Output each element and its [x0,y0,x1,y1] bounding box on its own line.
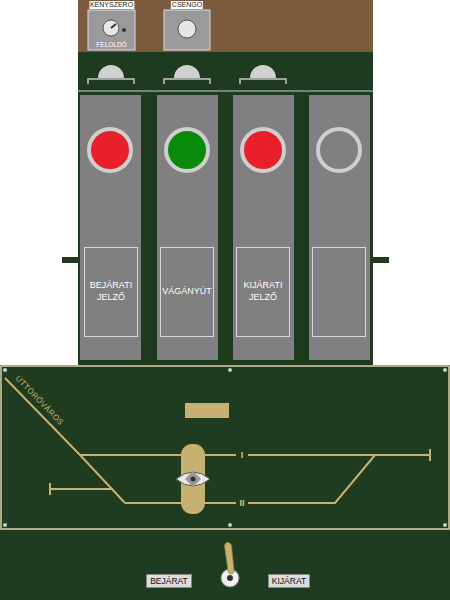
empty-label-plate [313,248,366,337]
direction-tag: KIJÁRAT [268,574,310,588]
route-indicator [185,403,229,418]
direction-lever [224,542,234,575]
panel-screw [443,368,447,372]
signal-lamp [242,129,284,171]
button-box [88,10,135,50]
route-switch [176,444,210,514]
key-button-plate: KÉNYSZERŐFELOLDÓ [88,10,135,50]
plate-label: KIJÁRATI JELZŐ [238,280,288,303]
cabinet [373,257,389,263]
button-box [111,24,116,28]
track-line [5,378,430,503]
route-switch [185,471,201,487]
button-box [178,20,196,38]
signal-label-plate: VÁGÁNYÚT [160,247,214,337]
dome-bracket [88,79,286,84]
route-switch [191,477,196,482]
plate-label: VÁGÁNYÚT [162,286,212,298]
track-panel [0,365,450,600]
direction-lever [221,542,239,587]
signal-label-plate: BEJÁRATI JELZŐ [84,247,138,337]
signal-label-plate: KIJÁRATI JELZŐ [236,247,290,337]
cabinet [62,0,389,365]
track-line [5,378,125,503]
dome-bracket [240,79,286,84]
button-box [88,10,210,50]
lever-column [80,95,370,360]
track-number: I [240,450,245,460]
route-switch [176,472,210,486]
dome-bracket [88,79,134,84]
direction-label: BEJÁRAT [150,576,188,586]
indicator-dome [174,65,200,78]
button-caption: CSENGŐ [171,1,203,9]
track-line [429,449,431,461]
cabinet [62,257,78,263]
bell-button-plate: CSENGŐ [164,10,210,50]
track-line [248,455,375,503]
plate-label: BEJÁRATI JELZŐ [86,280,136,303]
signal-lamp [89,129,131,171]
track-line [50,488,113,490]
direction-tag: BEJÁRAT [146,574,192,588]
lever-column [157,95,218,360]
signal-lamp [318,129,360,171]
track-line [49,483,51,495]
indicator-dome [250,65,276,78]
panel-screw [228,368,232,372]
lever-column [309,95,370,360]
dome-bracket [164,79,210,84]
track-number: II [238,498,245,508]
track-panel [0,365,450,600]
button-caption: KÉNYSZERŐ [89,1,134,9]
track-line [248,454,430,456]
direction-label: KIJÁRAT [272,576,306,586]
lever-column [233,95,294,360]
button-subcaption: FELOLDÓ [95,41,127,49]
track-line [125,502,236,504]
button-box [103,20,119,36]
panel-screw [3,368,7,372]
empty-label-plate [313,248,366,337]
signal-lamp [166,129,208,171]
panel-screw [443,523,447,527]
button-box [164,10,210,50]
direction-lever [227,575,233,581]
route-indicator [185,403,229,418]
panel-screw [3,523,7,527]
track-panel [1,366,449,529]
signal-lamp [89,129,360,171]
indicator-dome [98,65,276,78]
cabinet [78,52,373,365]
track-line [80,454,236,456]
panel-screw [3,368,447,527]
button-box [122,28,126,32]
cabinet [78,0,373,52]
panel-screw [228,523,232,527]
lever-column [80,95,141,360]
indicator-dome [98,65,124,78]
cabinet [78,90,373,92]
